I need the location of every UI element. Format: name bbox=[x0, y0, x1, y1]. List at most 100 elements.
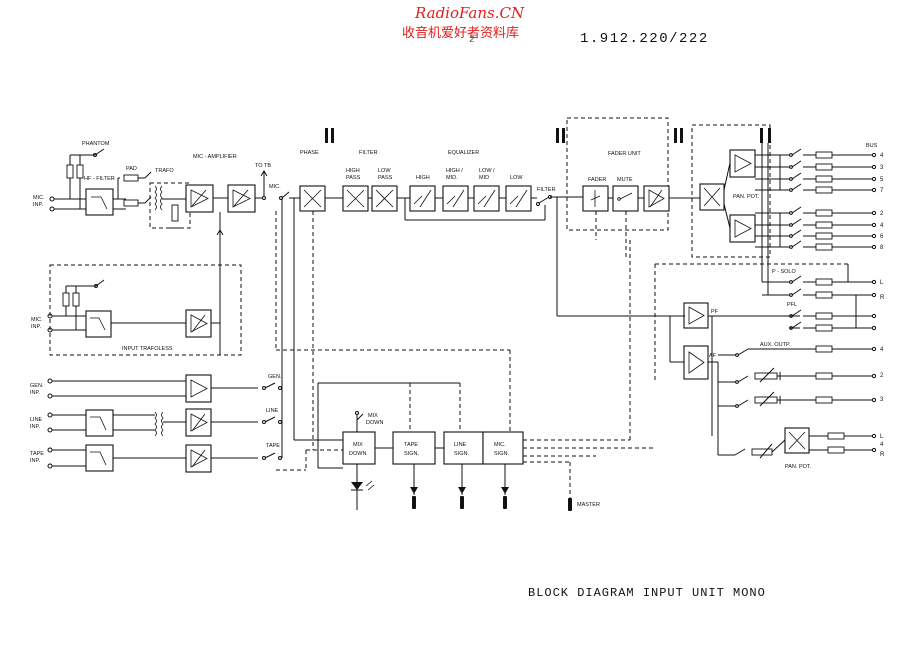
bus-row-3: 5 bbox=[755, 172, 884, 183]
trafoless-resistor-1 bbox=[62, 292, 70, 307]
aux-out-2: 2 bbox=[880, 373, 884, 379]
phantom-label: PHANTOM bbox=[82, 141, 110, 147]
aux-row-3-terminal bbox=[871, 397, 877, 403]
pan-out-row-2-terminal bbox=[871, 447, 877, 453]
bus-row-3-terminal bbox=[871, 176, 877, 182]
pan-out-l: L bbox=[880, 434, 884, 440]
high-pass-label-1: HIGH bbox=[346, 168, 360, 174]
line-filter-box bbox=[85, 409, 114, 437]
bus-row-5-label: 2 bbox=[880, 211, 884, 217]
bus-row-1-label: 4 bbox=[880, 153, 884, 159]
pan-out-row-2 bbox=[827, 446, 877, 454]
pan-out-row-1-terminal bbox=[871, 433, 877, 439]
eq-low-mid-box bbox=[473, 185, 500, 212]
pan-out-r: R bbox=[880, 452, 885, 458]
eq-low-box bbox=[505, 185, 532, 212]
eq-high-box bbox=[409, 185, 436, 212]
fader-unit: FADER UNIT FADER MUTE bbox=[556, 117, 700, 317]
line-sign-label-2: SIGN. bbox=[454, 451, 469, 457]
bus-row-7: 6 bbox=[755, 229, 884, 240]
signal-chain: PHASE FILTER HIGH PASS LOW PASS EQUALIZE… bbox=[299, 128, 771, 221]
mic-amp-label: MIC - AMPLIFIER bbox=[193, 154, 237, 160]
master-label: MASTER bbox=[577, 502, 600, 508]
mic-sign-label-2: SIGN. bbox=[494, 451, 509, 457]
trafoless-resistor-2 bbox=[72, 292, 80, 307]
to-tb-label: TO TB bbox=[255, 163, 271, 169]
pfl-row-2 bbox=[789, 321, 877, 332]
aux-row-1-terminal bbox=[871, 346, 877, 352]
lr-out-r: R bbox=[880, 295, 885, 301]
lr-row-2-resistor bbox=[815, 291, 833, 299]
trafo-primary bbox=[154, 185, 157, 211]
led-icon bbox=[351, 482, 363, 490]
bus-row-7-terminal bbox=[871, 233, 877, 239]
bus-row-7-label: 6 bbox=[880, 234, 884, 240]
p-solo-label: P - SOLO bbox=[772, 269, 796, 275]
mic-inp2-label-2: INP. bbox=[31, 324, 41, 330]
mute-box bbox=[612, 185, 639, 212]
page-number: 2 bbox=[469, 35, 475, 45]
fader-box bbox=[582, 185, 609, 212]
mic-amp-box-1 bbox=[185, 184, 214, 213]
bus-row-3-label: 5 bbox=[880, 177, 884, 183]
equalizer-label: EQUALIZER bbox=[448, 150, 479, 156]
bus-row-6-resistor bbox=[815, 221, 833, 229]
bus-row-5: 2 bbox=[755, 206, 884, 217]
pan-pot-top-label: PAN. POT. bbox=[733, 194, 760, 200]
hf-filter-label: HF - FILTER bbox=[84, 176, 115, 182]
bus-row-2-label: 3 bbox=[880, 165, 884, 171]
bus-row-6-terminal bbox=[871, 222, 877, 228]
mix-down-box-label-1: MIX bbox=[353, 442, 363, 448]
pan-pot-bottom-label: PAN. POT. bbox=[785, 464, 812, 470]
tape-sign-box bbox=[392, 431, 436, 465]
bus-row-4-label: 7 bbox=[880, 188, 884, 194]
watermark-cn: 收音机爱好者资料库 bbox=[402, 26, 520, 41]
lr-row-1 bbox=[762, 275, 877, 286]
bus-row-1-terminal bbox=[871, 152, 877, 158]
mic-sign-box bbox=[482, 431, 524, 465]
pf-label: PF bbox=[711, 309, 719, 315]
bus-row-3-resistor bbox=[815, 175, 833, 183]
line-inp-label-2: INP. bbox=[30, 424, 40, 430]
input-trafoless-label: INPUT TRAFOLESS bbox=[122, 346, 173, 352]
pfl-row-1-terminal bbox=[871, 313, 877, 319]
mix-down-box-label-2: DOWN bbox=[349, 451, 366, 457]
tape-inp-label-1: TAPE bbox=[30, 451, 44, 457]
bus-row-8: 8 bbox=[755, 240, 884, 251]
pan-out-row-1 bbox=[827, 432, 877, 440]
mic-inp-label-1: MIC. bbox=[33, 195, 45, 201]
mix-down-switch-label-1: MIX bbox=[368, 413, 378, 419]
monitor-section: P - SOLO PF AF PFL AUX. OUTP. PAN. POT. bbox=[629, 240, 848, 470]
bus-row-1: 4 bbox=[755, 148, 884, 159]
trafoless-section: MIC. INP. INPUT TRAFOLESS bbox=[31, 264, 242, 356]
line-sign-box bbox=[443, 431, 484, 465]
pf-amp-box bbox=[683, 302, 709, 329]
low-pass-label-2: PASS bbox=[378, 175, 393, 181]
phase-label: PHASE bbox=[300, 150, 319, 156]
tape-switch-label: TAPE bbox=[266, 443, 280, 449]
aux-outp-label: AUX. OUTP. bbox=[760, 342, 791, 348]
filter-out-label: FILTER bbox=[537, 187, 556, 193]
bus-row-2-terminal bbox=[871, 164, 877, 170]
master-pin bbox=[568, 498, 572, 511]
line-switch-label: LINE bbox=[266, 408, 279, 414]
fader-label: FADER bbox=[588, 177, 606, 183]
bus-row-8-resistor bbox=[815, 243, 833, 251]
bus-row-5-resistor bbox=[815, 209, 833, 217]
line-out-pin bbox=[460, 496, 464, 509]
pan-resistor bbox=[751, 448, 773, 456]
aux-row-2 bbox=[718, 367, 877, 384]
mic-input-section: MIC. INP. PHANTOM HF - FILTER PAD T bbox=[33, 141, 300, 332]
eq-low-label: LOW bbox=[510, 175, 523, 181]
fader-unit-enclosure bbox=[566, 117, 669, 231]
eq-low-mid-label-1: LOW / bbox=[479, 168, 495, 174]
fader-amp-box bbox=[643, 185, 670, 212]
trafo-resistor bbox=[171, 204, 179, 222]
mute-label: MUTE bbox=[617, 177, 633, 183]
pad-resistor-2 bbox=[123, 199, 139, 207]
lr-row-1-terminal bbox=[871, 279, 877, 285]
mix-down-box bbox=[342, 431, 376, 465]
gen-inp-label-1: GEN. bbox=[30, 383, 44, 389]
